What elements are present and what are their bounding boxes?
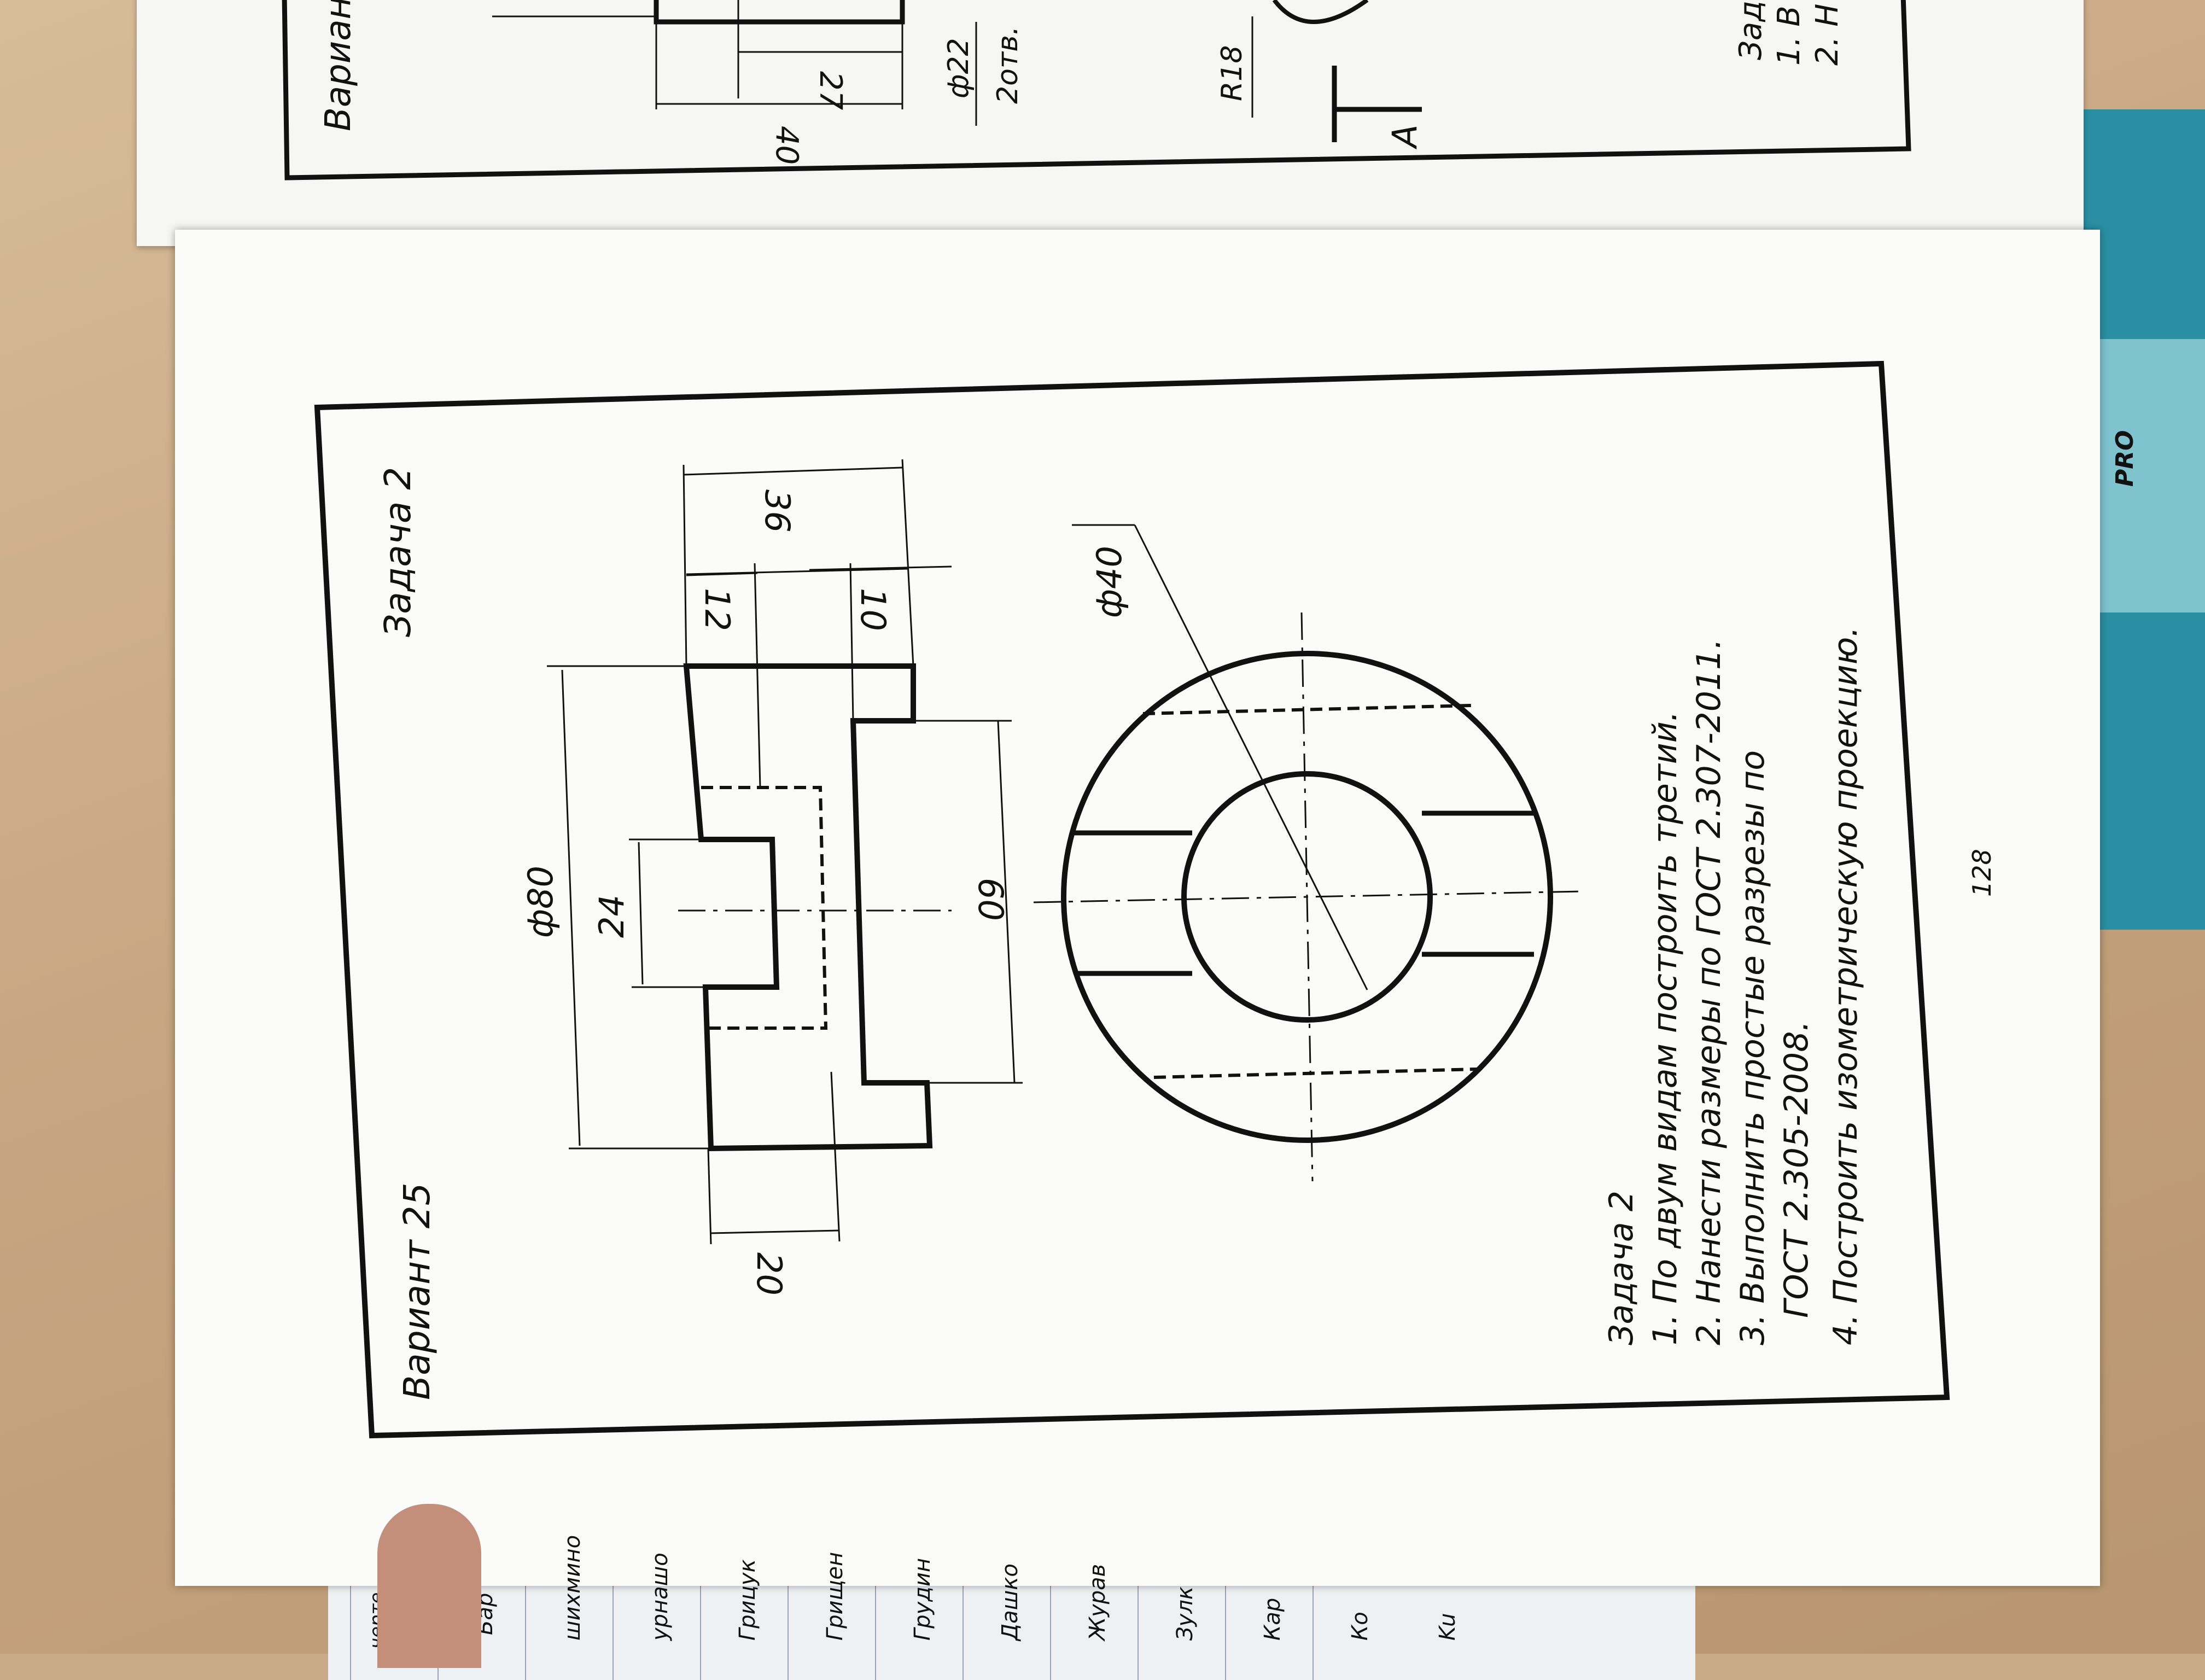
dim-80-label: ф80 [521, 866, 561, 938]
sheet-texts: Вариант 25 Задача 2 128 [377, 467, 1997, 1400]
dim-20-line [710, 1229, 840, 1234]
instruction-item: 4. Построить изометрическую проекцию. [1827, 627, 1865, 1345]
prev-task: Зада [1733, 0, 1769, 60]
dim-60-line [997, 720, 1016, 1083]
dim-20-ext [830, 1071, 841, 1242]
list-name: Грицук [735, 1559, 760, 1641]
list-column [525, 1500, 614, 1680]
prev-holes: 2отв. [991, 26, 1024, 104]
dim-12-label: 12 [697, 588, 737, 631]
prev-item1: 1. В [1771, 5, 1807, 66]
top-center-line [1300, 612, 1314, 1182]
folder-strip [2095, 339, 2205, 612]
prev-dim-40: 40 [769, 126, 804, 165]
prev-variant: Вариан [318, 0, 359, 131]
list-name: Грудин [910, 1558, 935, 1641]
hidden-hole-top [1142, 704, 1472, 715]
list-paper-texts: 71 черте Бар шихмино урнашо Грицук Грище… [366, 1535, 1460, 1649]
front-view-outline [683, 663, 933, 1152]
task-title: Задача 2 [377, 467, 419, 637]
dim-36-label: 36 [757, 489, 797, 533]
list-column [612, 1500, 701, 1680]
instruction-item: 2. Нанести размеры по ГОСТ 2.307-2011. [1690, 639, 1728, 1345]
dim-40-label: ф40 [1089, 546, 1129, 618]
dim-40-leader [1134, 524, 1368, 990]
booklet-page [175, 230, 2100, 1586]
list-name: Грищен [822, 1552, 848, 1641]
variant-label: Вариант 25 [396, 1182, 438, 1400]
list-column [1050, 1500, 1139, 1680]
list-name: Ко [1348, 1612, 1373, 1641]
dim-10-line [809, 565, 952, 571]
dim-80-line [561, 669, 581, 1146]
list-name: Кар [1260, 1598, 1285, 1641]
list-name: Журав [1085, 1564, 1110, 1642]
front-view [678, 663, 952, 1152]
dim-36-ext [901, 459, 914, 667]
dim-24-label: 24 [592, 895, 632, 938]
top-view [1033, 612, 1581, 1182]
outer-circle [1061, 651, 1553, 1143]
prev-dim-27: 27 [813, 71, 848, 110]
dim-12-line [686, 572, 758, 576]
instruction-item: 1. По двум видам построить третий. [1646, 711, 1684, 1345]
hidden-hole-lines [701, 786, 828, 1030]
dim-10-label: 10 [853, 588, 893, 631]
prev-section-letter: А [1385, 125, 1425, 150]
dim-24-line [638, 842, 644, 985]
list-column [1138, 1500, 1226, 1680]
list-column [875, 1500, 964, 1680]
dim-60-label: 60 [971, 878, 1011, 921]
instruction-item: ГОСТ 2.305-2008. [1777, 1021, 1816, 1318]
list-column [788, 1500, 876, 1680]
list-column [350, 1500, 439, 1680]
page-number: 128 [1967, 849, 1997, 897]
instructions: Задача 2 1. По двум видам построить трет… [1602, 627, 1865, 1345]
previous-page-drawing: Вариан 27 40 ф22 2отв. R18 А Зада 1. В 2… [282, 0, 1911, 180]
prev-frame [282, 0, 1911, 180]
dim-12-ext [754, 563, 761, 788]
hidden-hole-top [1153, 1068, 1477, 1079]
instructions-heading: Задача 2 [1602, 1191, 1641, 1345]
list-column [962, 1500, 1051, 1680]
dim-10-ext [849, 563, 854, 721]
dimensions: ф80 24 60 20 36 12 10 ф40 [521, 459, 1368, 1296]
inner-circle [1181, 771, 1433, 1023]
list-column [1225, 1500, 1314, 1680]
prev-part-outline [654, 0, 905, 25]
folder-label: PRO [2111, 430, 2139, 487]
list-name: Дашко [998, 1564, 1023, 1642]
list-column [700, 1500, 789, 1680]
prev-dim-22: ф22 [942, 38, 975, 98]
previous-page [137, 0, 2084, 246]
list-name: Ku [1435, 1613, 1460, 1641]
prev-r18: R18 [1216, 45, 1249, 101]
prev-circle-arc [1272, 0, 1369, 24]
instruction-item: 3. Выполнить простые разрезы по [1734, 750, 1772, 1345]
list-name: Зулк [1172, 1586, 1198, 1641]
list-name: шихмино [560, 1535, 585, 1641]
dim-36-arrow [683, 466, 903, 476]
prev-item2: 2. Н [1810, 4, 1845, 66]
finger [377, 1504, 481, 1668]
dim-36-line [686, 568, 908, 575]
dim-20-ext [707, 1148, 712, 1245]
dim-20-label: 20 [749, 1252, 789, 1296]
list-column [1312, 1500, 1401, 1680]
list-name: урнашо [648, 1553, 673, 1641]
dim-36-ext [682, 464, 687, 667]
drawing-frame [314, 360, 1950, 1439]
